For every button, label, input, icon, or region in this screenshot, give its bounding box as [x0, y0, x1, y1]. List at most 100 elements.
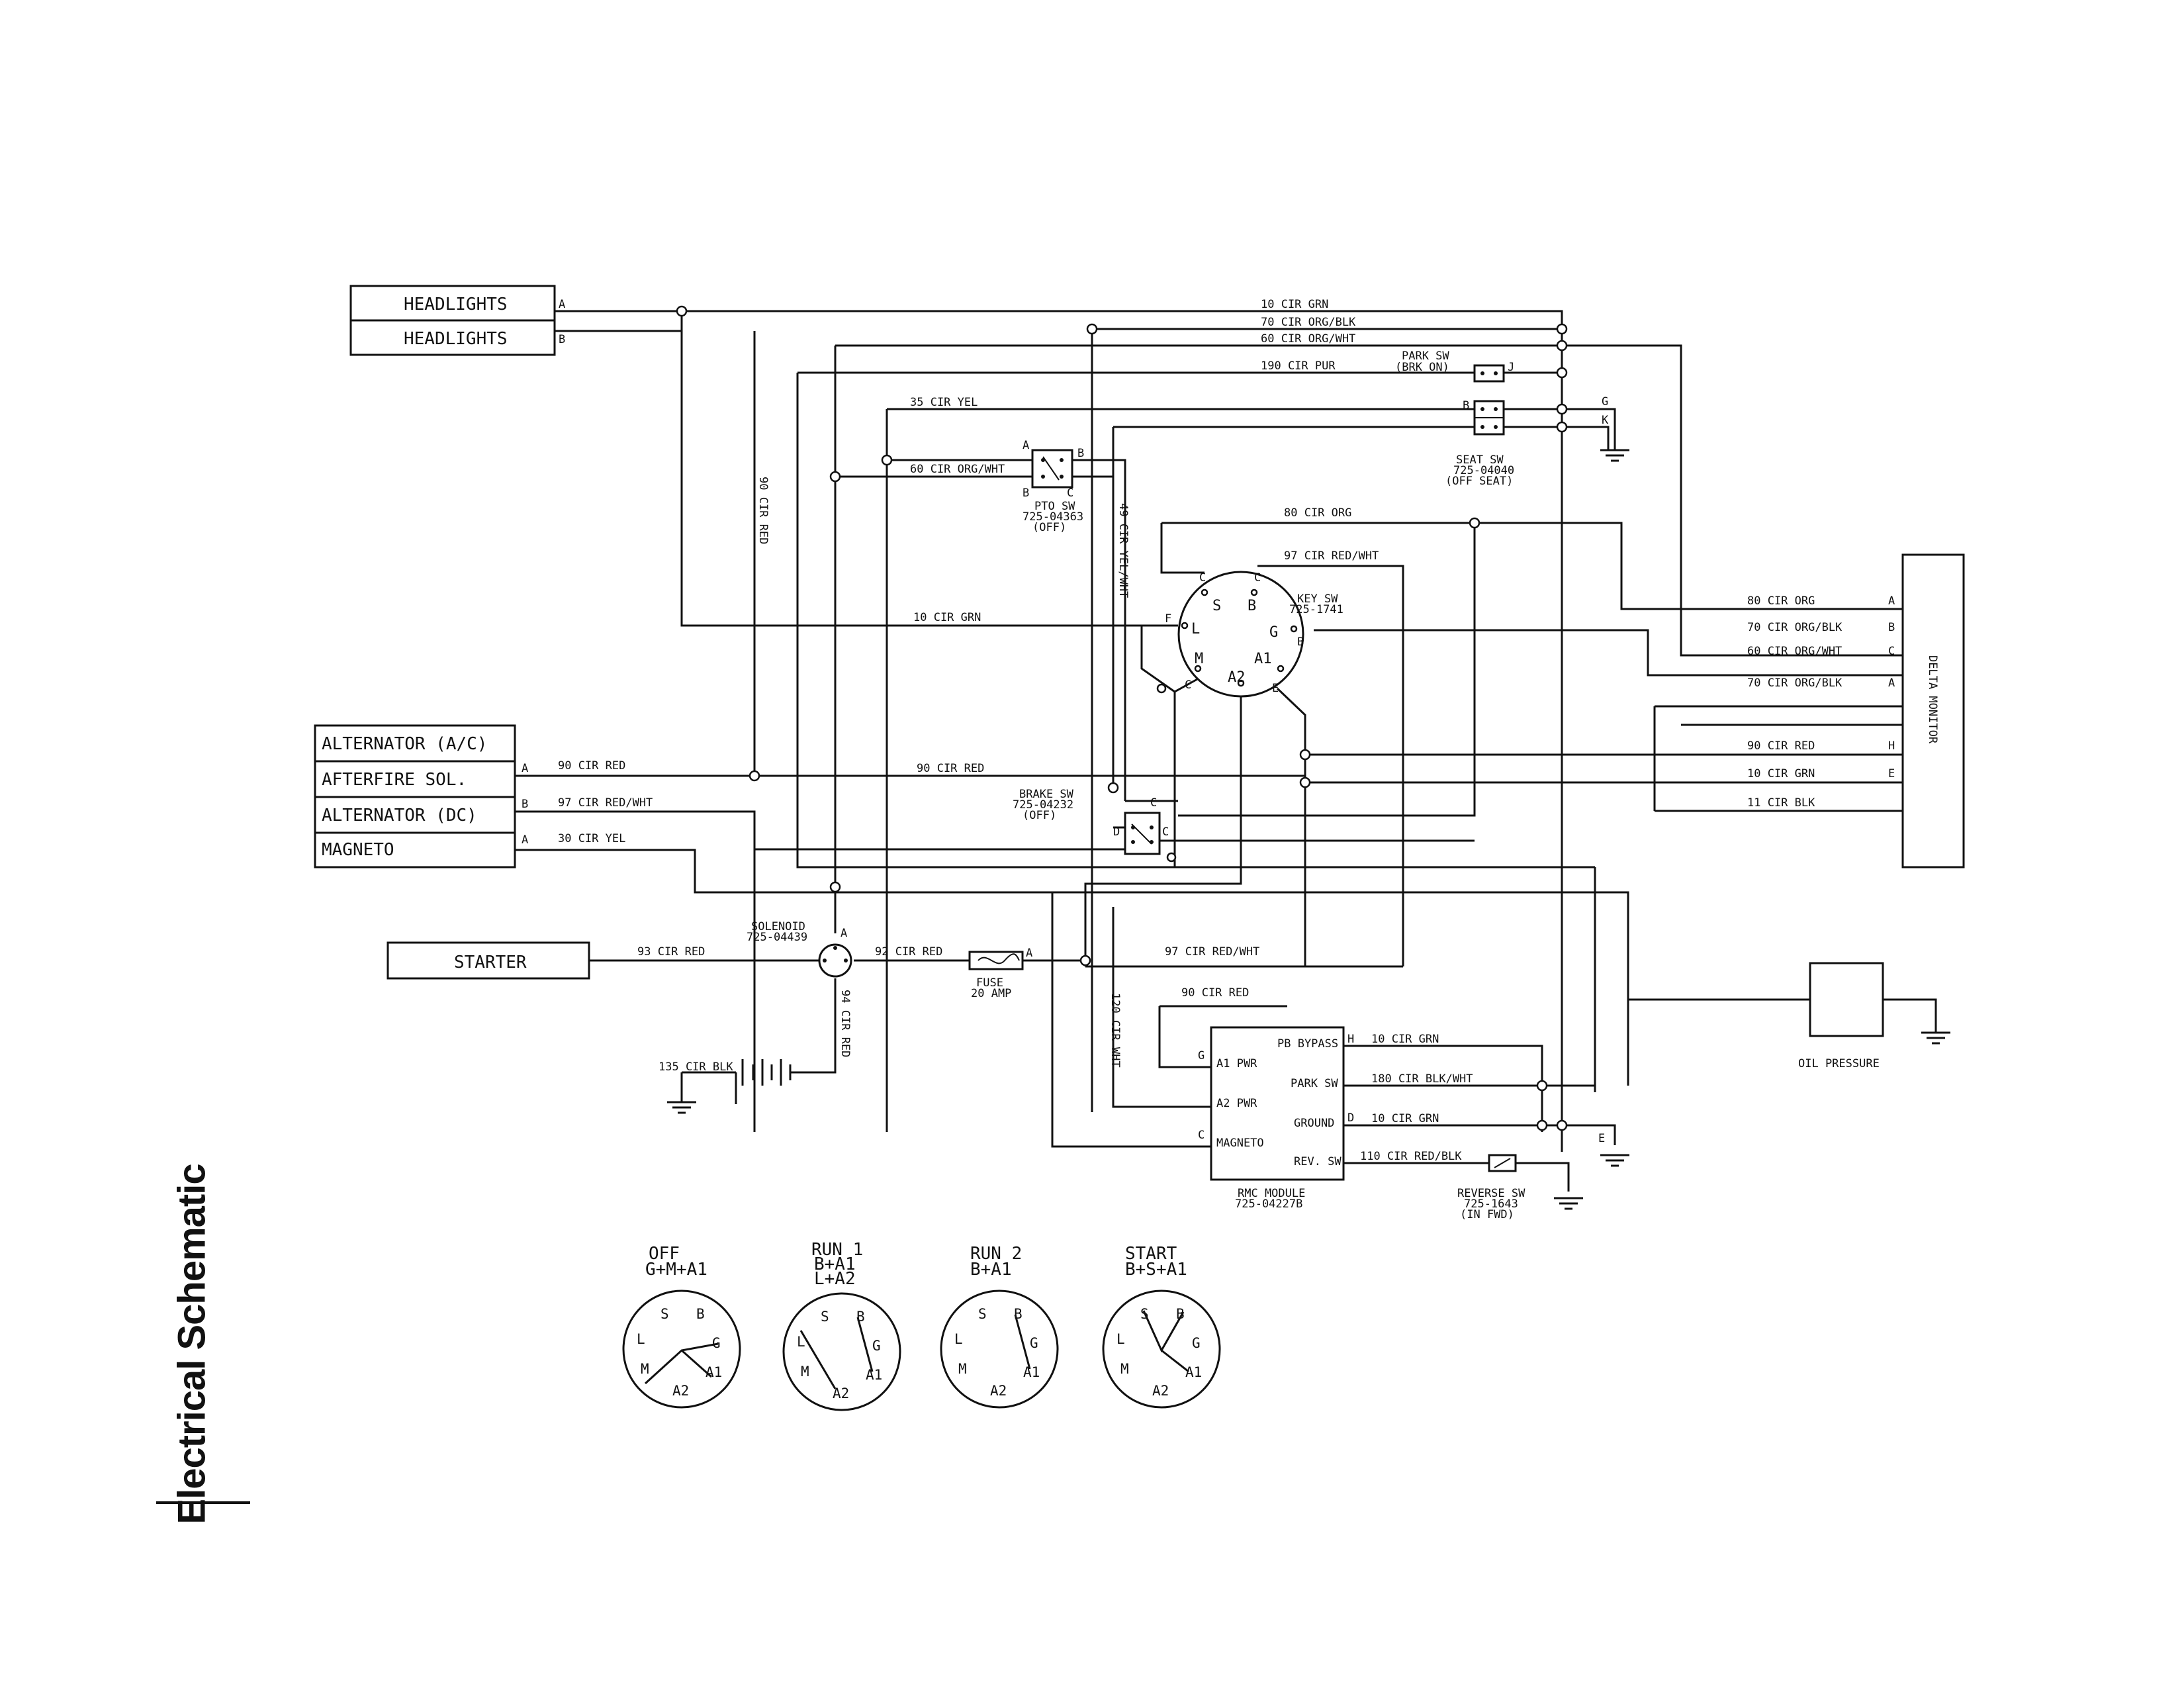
key-terminal-label: A2: [1152, 1383, 1169, 1399]
pin-label: B: [1023, 487, 1029, 500]
key-terminal-label: M: [1120, 1361, 1129, 1377]
wire-label: 180 CIR BLK/WHT: [1371, 1072, 1473, 1086]
fuse-title: FUSE: [976, 976, 1003, 990]
rmc-module: A1 PWR A2 PWR MAGNETO PB BYPASS PARK SW …: [1198, 1026, 1354, 1211]
wire-label: 97 CIR RED/WHT: [1284, 549, 1379, 563]
brake-sw-part: 725-04232: [1013, 798, 1073, 812]
starter-label: STARTER: [454, 953, 527, 972]
key-terminal-label: M: [958, 1361, 967, 1377]
pin-label: B: [559, 333, 565, 346]
key-position-combo: B+A1: [814, 1254, 856, 1274]
rmc-title: RMC MODULE: [1238, 1187, 1305, 1200]
wire-label: 90 CIR RED: [917, 762, 984, 775]
rmc-pin-label: PARK SW: [1291, 1077, 1338, 1090]
ground-symbols: E: [667, 449, 1950, 1210]
page-title: Electrical Schematic: [126, 1164, 258, 1524]
rmc-pin-label: A2 PWR: [1216, 1097, 1257, 1110]
key-terminal-label: L: [637, 1331, 645, 1347]
solenoid-part: 725-04439: [747, 931, 807, 944]
rmc-pin-label: MAGNETO: [1216, 1137, 1264, 1150]
wire-label: 135 CIR BLK: [659, 1060, 733, 1074]
afterfire-label: AFTERFIRE SOL.: [322, 770, 467, 790]
pin-label: H: [1347, 1033, 1354, 1046]
fuse: A FUSE 20 AMP: [968, 947, 1032, 1000]
oil-pressure-label: OIL PRESSURE: [1798, 1057, 1880, 1070]
key-sw-title: KEY SW: [1297, 592, 1338, 606]
pin-label: A: [1888, 594, 1895, 608]
key-position-title: OFF: [649, 1244, 680, 1264]
wire-label: 93 CIR RED: [637, 945, 705, 959]
key-position-combo: B+A1: [970, 1260, 1012, 1280]
key-terminal-label: A2: [990, 1383, 1007, 1399]
key-position-off: OFF G+M+A1 S B L G M A1 A2: [622, 1244, 741, 1409]
pto-sw-title: PTO SW: [1034, 500, 1075, 513]
pin-label: A: [522, 762, 528, 775]
key-terminal-label: M: [1195, 651, 1203, 667]
wire-label: 97 CIR RED/WHT: [558, 796, 653, 810]
battery: [680, 1059, 801, 1104]
wire-labels: 10 CIR GRN 70 CIR ORG/BLK 60 CIR ORG/WHT…: [558, 298, 1843, 1163]
seat-switch: B G K SEAT SW 725-04040 (OFF SEAT): [1445, 395, 1609, 488]
rmc-pin-label: REV. SW: [1294, 1155, 1342, 1168]
seat-sw-part: 725-04040: [1453, 464, 1514, 477]
pin-label: A: [1888, 677, 1895, 690]
wire-bundle: [515, 310, 1937, 1192]
rmc-pin-label: PB BYPASS: [1277, 1037, 1338, 1051]
key-terminal-label: A1: [1023, 1364, 1040, 1380]
seat-sw-title: SEAT SW: [1456, 453, 1504, 467]
key-terminal-label: B: [696, 1306, 705, 1322]
rmc-pin-label: A1 PWR: [1216, 1057, 1257, 1070]
title-rule: [156, 1501, 250, 1504]
wire-label: 90 CIR RED: [1181, 986, 1249, 1000]
headlights-b-label: HEADLIGHTS: [404, 329, 508, 349]
wire-label: 97 CIR RED/WHT: [1165, 945, 1259, 959]
headlights-connector: HEADLIGHTS HEADLIGHTS A B: [349, 285, 565, 356]
page-title-text: Electrical Schematic: [170, 1163, 214, 1524]
key-terminal-label: B: [1176, 1306, 1185, 1322]
key-terminal-label: L: [1191, 621, 1200, 637]
pin-label: E: [1272, 682, 1279, 695]
key-terminal-label: S: [821, 1309, 829, 1325]
pin-label: C: [1067, 487, 1073, 500]
wire-label: 92 CIR RED: [875, 945, 942, 959]
key-position-run2: RUN 2 B+A1 S B L G M A1 A2: [940, 1244, 1059, 1409]
wire-label: 10 CIR GRN: [1747, 767, 1815, 780]
pin-label: E: [1888, 767, 1895, 780]
key-terminal-label: S: [1212, 598, 1221, 614]
wire-label: 80 CIR ORG: [1747, 594, 1815, 608]
pin-label: A: [1023, 439, 1029, 452]
pin-label: C: [1198, 1129, 1205, 1142]
pin-label: B: [1077, 447, 1084, 460]
key-terminal-label: B: [1014, 1306, 1023, 1322]
key-position-title: RUN 1: [811, 1240, 863, 1260]
wire-label: 60 CIR ORG/WHT: [910, 463, 1005, 476]
reverse-sw-title: REVERSE SW: [1457, 1187, 1525, 1200]
pto-sw-state: (OFF): [1032, 521, 1066, 534]
pin-label: C: [1888, 645, 1895, 658]
wire-label: 49 CIR YEL/WHT: [1116, 503, 1130, 598]
magneto-label: MAGNETO: [322, 840, 394, 860]
key-terminal-label: L: [797, 1334, 805, 1350]
park-sw-state: (BRK ON): [1395, 361, 1449, 374]
wire-label: 120 CIR WHT: [1109, 993, 1122, 1068]
pin-label: C: [1150, 796, 1157, 810]
key-terminal-label: A1: [1185, 1364, 1202, 1380]
solenoid-title: SOLENOID: [751, 920, 805, 933]
key-position-combo: L+A2: [814, 1269, 856, 1289]
wire-label: 70 CIR ORG/BLK: [1261, 316, 1356, 329]
fuse-rating: 20 AMP: [971, 987, 1011, 1000]
alternator-connector: ALTERNATOR (A/C) AFTERFIRE SOL. ALTERNAT…: [314, 724, 528, 868]
wire-label: 30 CIR YEL: [558, 832, 625, 845]
pto-switch: A B B C PTO SW 725-04363 (OFF): [1023, 439, 1084, 534]
solenoid: A SOLENOID 725-04439: [747, 920, 852, 978]
pin-label: B: [1463, 399, 1469, 412]
wire-label: 60 CIR ORG/WHT: [1261, 332, 1355, 346]
key-terminal-label: S: [660, 1306, 669, 1322]
wire-label: 10 CIR GRN: [1371, 1033, 1439, 1046]
pin-label: C: [1254, 571, 1261, 585]
pin-label: A: [522, 833, 528, 847]
key-terminal-label: A1: [866, 1367, 882, 1383]
key-terminal-label: G: [1192, 1335, 1201, 1351]
park-sw-title: PARK SW: [1402, 350, 1449, 363]
